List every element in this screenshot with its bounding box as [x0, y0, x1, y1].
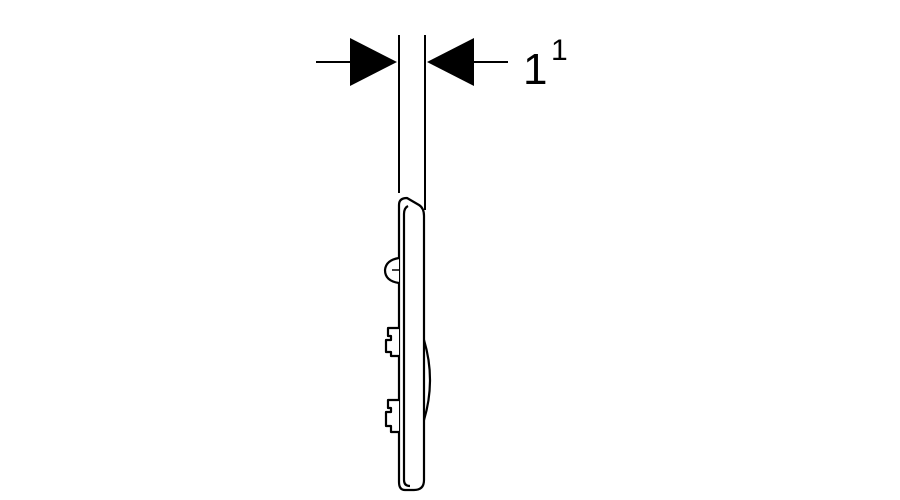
plate-profile — [383, 196, 432, 492]
plate-body — [397, 196, 426, 492]
dimension-arrow-right — [427, 38, 474, 86]
dimension-superscript: 1 — [551, 34, 568, 67]
dimension-value: 1 — [523, 45, 547, 94]
mounting-clip-upper — [384, 326, 399, 358]
dimension-arrow-left — [350, 38, 397, 86]
plate-inner-line — [402, 205, 411, 488]
plate-bulge — [422, 339, 432, 421]
mounting-clip-lower — [384, 398, 399, 434]
